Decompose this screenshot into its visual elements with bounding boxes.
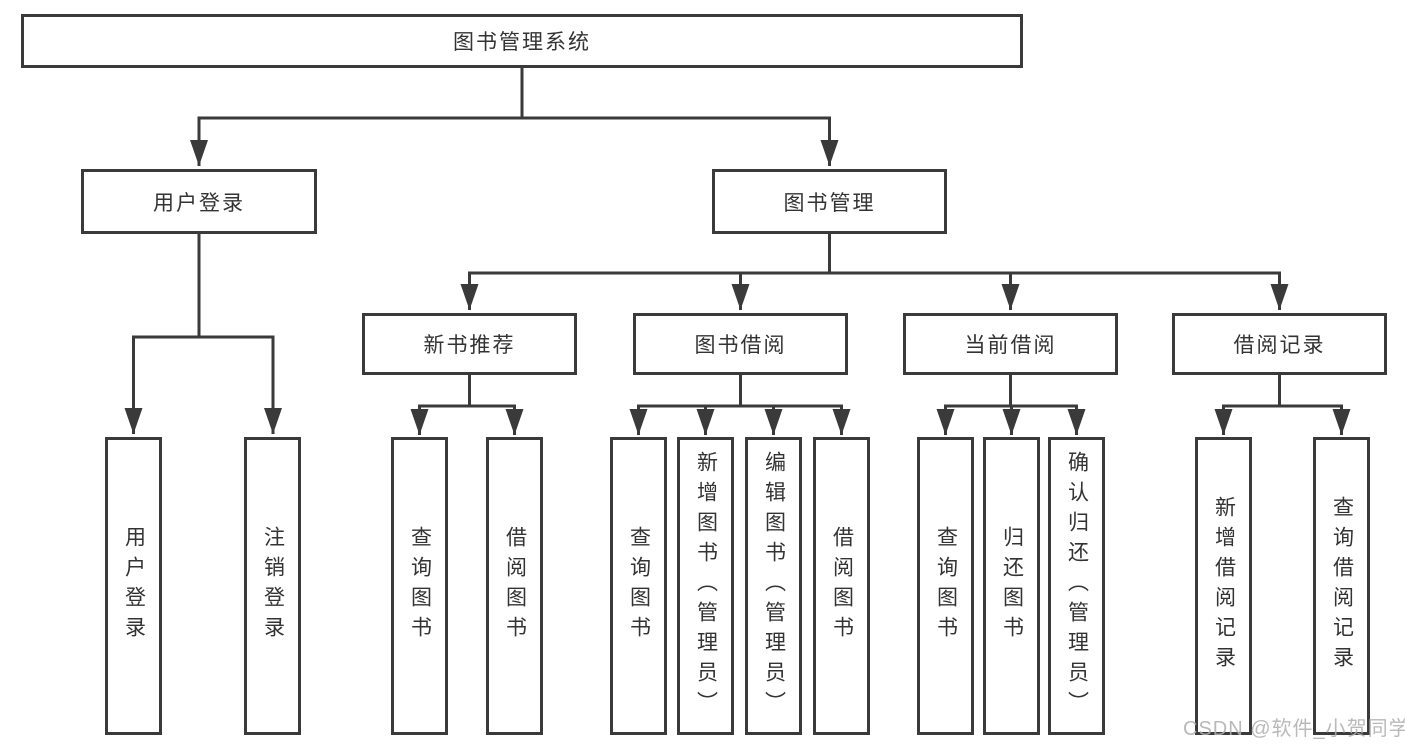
leaf-nbr-borrow-books-label: 借阅图书 bbox=[503, 526, 527, 646]
node-user-login-label: 用户登录 bbox=[153, 191, 245, 215]
node-book-borrowing-label: 图书借阅 bbox=[694, 334, 787, 357]
leaf-nbr-query-books: 查询图书 bbox=[391, 437, 448, 735]
leaf-logout: 注销登录 bbox=[244, 437, 301, 735]
leaf-nbr-query-books-label: 查询图书 bbox=[408, 526, 432, 646]
node-new-book-recommendation: 新书推荐 bbox=[362, 313, 577, 375]
node-root-label: 图书管理系统 bbox=[453, 31, 591, 54]
leaf-cb-confirm-return-admin-label: 确认归还（管理员） bbox=[1065, 451, 1089, 721]
leaf-bb-edit-book-admin: 编辑图书（管理员） bbox=[745, 437, 802, 735]
leaf-user-login-action: 用户登录 bbox=[105, 437, 162, 735]
node-current-borrowing-label: 当前借阅 bbox=[964, 334, 1057, 357]
leaf-br-query-borrow-record: 查询借阅记录 bbox=[1313, 437, 1370, 735]
node-new-book-recommendation-label: 新书推荐 bbox=[423, 334, 516, 357]
csdn-watermark: CSDN @软件_小贺同学 bbox=[1183, 718, 1405, 740]
leaf-user-login-action-label: 用户登录 bbox=[122, 526, 146, 646]
leaf-bb-borrow-books-label: 借阅图书 bbox=[830, 526, 854, 646]
node-book-management: 图书管理 bbox=[712, 169, 947, 234]
node-borrowing-records: 借阅记录 bbox=[1172, 313, 1387, 375]
leaf-bb-query-books-label: 查询图书 bbox=[627, 526, 651, 646]
leaf-nbr-borrow-books: 借阅图书 bbox=[486, 437, 543, 735]
leaf-bb-edit-book-admin-label: 编辑图书（管理员） bbox=[762, 451, 786, 721]
leaf-cb-return-books: 归还图书 bbox=[983, 437, 1040, 735]
node-borrowing-records-label: 借阅记录 bbox=[1233, 334, 1326, 357]
leaf-bb-query-books: 查询图书 bbox=[610, 437, 667, 735]
leaf-cb-query-books: 查询图书 bbox=[917, 437, 974, 735]
leaf-br-add-borrow-record-label: 新增借阅记录 bbox=[1212, 496, 1236, 676]
leaf-bb-add-book-admin: 新增图书（管理员） bbox=[677, 437, 734, 735]
node-current-borrowing: 当前借阅 bbox=[903, 313, 1118, 375]
leaf-bb-add-book-admin-label: 新增图书（管理员） bbox=[694, 451, 718, 721]
leaf-br-query-borrow-record-label: 查询借阅记录 bbox=[1330, 496, 1354, 676]
node-user-login: 用户登录 bbox=[81, 169, 317, 234]
leaf-cb-return-books-label: 归还图书 bbox=[1000, 526, 1024, 646]
leaf-br-add-borrow-record: 新增借阅记录 bbox=[1195, 437, 1252, 735]
node-root: 图书管理系统 bbox=[21, 14, 1023, 68]
leaf-cb-query-books-label: 查询图书 bbox=[934, 526, 958, 646]
leaf-cb-confirm-return-admin: 确认归还（管理员） bbox=[1048, 437, 1105, 735]
leaf-logout-label: 注销登录 bbox=[261, 526, 285, 646]
node-book-borrowing: 图书借阅 bbox=[633, 313, 848, 375]
node-book-management-label: 图书管理 bbox=[783, 191, 876, 215]
leaf-bb-borrow-books: 借阅图书 bbox=[813, 437, 870, 735]
